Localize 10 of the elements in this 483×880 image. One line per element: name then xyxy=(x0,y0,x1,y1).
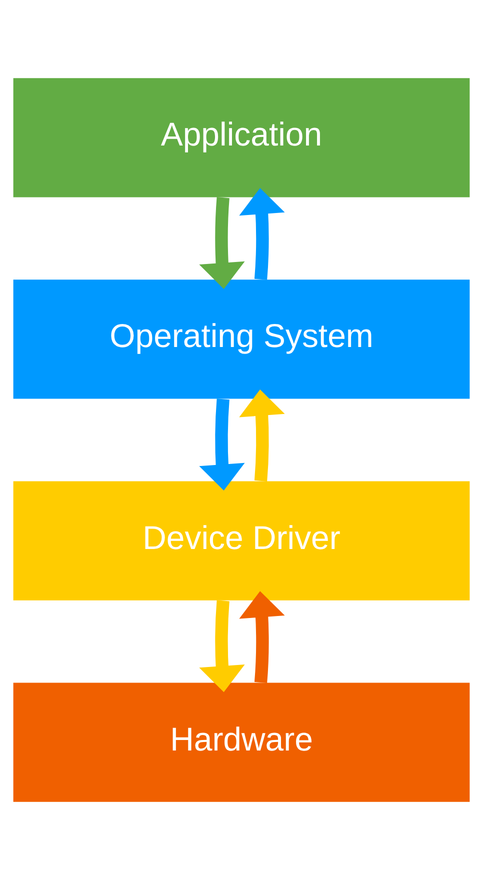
arrow xyxy=(239,188,285,280)
node-box: Device Driver xyxy=(13,481,470,600)
arrow xyxy=(239,390,285,482)
node-box: Hardware xyxy=(13,682,470,802)
node-box: Application xyxy=(13,78,470,198)
arrow xyxy=(239,591,285,684)
arrow xyxy=(199,398,245,491)
arrow xyxy=(199,600,245,692)
arrow xyxy=(199,197,245,289)
node-box: Operating System xyxy=(13,280,470,399)
